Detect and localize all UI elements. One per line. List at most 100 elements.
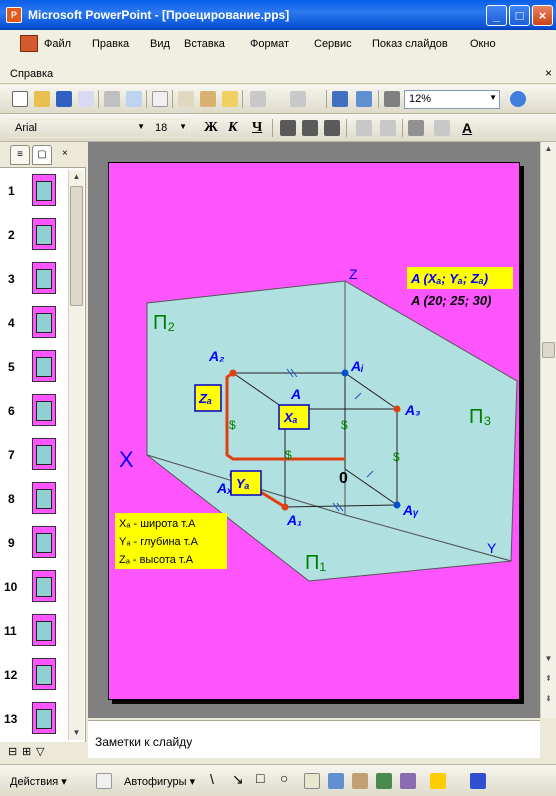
increase-font-icon[interactable] <box>408 120 424 136</box>
align-left-icon[interactable] <box>280 120 296 136</box>
slide-thumbnail[interactable]: 3 <box>0 262 70 296</box>
slide-thumbnail[interactable]: 2 <box>0 218 70 252</box>
document-close-icon[interactable]: × <box>544 66 552 80</box>
align-right-icon[interactable] <box>324 120 340 136</box>
print-icon[interactable] <box>104 91 120 107</box>
fill-color-icon[interactable] <box>430 773 446 789</box>
editor-scrollbar[interactable]: ▲ ▼ ⇞ ⇟ <box>540 142 556 718</box>
menu-window[interactable]: Окно <box>470 38 496 50</box>
scroll-thumb[interactable] <box>70 186 83 306</box>
font-combo[interactable]: Arial ▼ <box>10 119 148 138</box>
thumbnail-preview <box>36 533 52 553</box>
size-combo[interactable]: 18 ▼ <box>150 119 190 138</box>
zoom-combo[interactable]: 12% ▼ <box>404 90 500 109</box>
close-pane-icon[interactable]: × <box>62 148 68 159</box>
autoshapes-menu[interactable]: Автофигуры ▾ <box>124 776 196 788</box>
picture-icon[interactable] <box>400 773 416 789</box>
scroll-down-icon[interactable]: ▼ <box>544 654 553 663</box>
document-icon[interactable] <box>20 35 38 52</box>
line-color-icon[interactable] <box>470 773 486 789</box>
preview-icon[interactable] <box>126 91 142 107</box>
diagram-icon[interactable] <box>352 773 368 789</box>
format-painter-icon[interactable] <box>222 91 238 107</box>
slide-editing-area[interactable]: $$$$ П₂ П₃ П₁ X Y Z 0 A₂ Aᵢ A A₃ Aₓ A₁ <box>88 142 540 718</box>
wordart-icon[interactable] <box>328 773 344 789</box>
slide-thumbnail[interactable]: 5 <box>0 350 70 384</box>
menu-tools[interactable]: Сервис <box>314 38 352 50</box>
grid-icon[interactable] <box>384 91 400 107</box>
thumbnail-preview <box>36 709 52 729</box>
copy-icon[interactable] <box>178 91 194 107</box>
menu-insert[interactable]: Вставка <box>184 38 225 50</box>
open-icon[interactable] <box>34 91 50 107</box>
save-icon[interactable] <box>56 91 72 107</box>
slide-thumbnail[interactable]: 9 <box>0 526 70 560</box>
separator <box>242 90 243 108</box>
scroll-down-icon[interactable]: ▼ <box>72 728 81 737</box>
slides-tab[interactable]: ▢ <box>32 145 52 165</box>
slide-thumbnail[interactable]: 13 <box>0 702 70 736</box>
arrow-icon[interactable]: ↘ <box>232 771 244 787</box>
undo-icon[interactable] <box>250 91 266 107</box>
notes-pane[interactable]: Заметки к слайду <box>88 720 540 758</box>
title-bar[interactable]: P Microsoft PowerPoint - [Проецирование.… <box>0 0 556 30</box>
menu-help[interactable]: Справка <box>10 68 54 80</box>
minimize-button[interactable]: _ <box>486 5 507 26</box>
slide-thumbnail[interactable]: 4 <box>0 306 70 340</box>
textbox-icon[interactable] <box>304 773 320 789</box>
rectangle-icon[interactable]: □ <box>256 770 265 786</box>
slide-thumbnail[interactable]: 6 <box>0 394 70 428</box>
next-slide-icon[interactable]: ⇟ <box>545 694 552 703</box>
help-icon[interactable] <box>510 91 526 107</box>
slide-canvas[interactable]: $$$$ П₂ П₃ П₁ X Y Z 0 A₂ Aᵢ A A₃ Aₓ A₁ <box>108 162 520 700</box>
slide-number: 6 <box>8 404 15 418</box>
bullets-icon[interactable] <box>380 120 396 136</box>
align-center-icon[interactable] <box>302 120 318 136</box>
insert-table-icon[interactable] <box>356 91 372 107</box>
spelling-icon[interactable] <box>152 91 168 107</box>
slide-thumbnail[interactable]: 11 <box>0 614 70 648</box>
clipart-icon[interactable] <box>376 773 392 789</box>
thumbnail-image <box>32 350 56 382</box>
redo-icon[interactable] <box>290 91 306 107</box>
permission-icon[interactable] <box>78 91 94 107</box>
slides-scrollbar[interactable]: ▲ ▼ <box>68 170 84 740</box>
close-button[interactable]: × <box>532 5 553 26</box>
maximize-button[interactable]: □ <box>509 5 530 26</box>
outline-tab[interactable]: ≡ <box>10 145 30 165</box>
oval-icon[interactable]: ○ <box>280 770 289 786</box>
new-icon[interactable] <box>12 91 28 107</box>
indent-icon[interactable] <box>434 120 450 136</box>
thumbnail-preview <box>36 269 52 289</box>
scroll-thumb[interactable] <box>542 342 555 358</box>
font-color-button[interactable]: A <box>462 120 473 136</box>
underline-button[interactable]: Ч <box>252 120 263 135</box>
numbering-icon[interactable] <box>356 120 372 136</box>
slideshow-view-icon[interactable]: ▽ <box>36 746 45 758</box>
menu-slideshow[interactable]: Показ слайдов <box>372 38 448 50</box>
scroll-up-icon[interactable]: ▲ <box>544 144 553 153</box>
slide-thumbnail[interactable]: 10 <box>0 570 70 604</box>
menu-view[interactable]: Вид <box>150 38 170 50</box>
paste-icon[interactable] <box>200 91 216 107</box>
normal-view-icon[interactable]: ⊟ <box>8 746 18 758</box>
menu-edit[interactable]: Правка <box>92 38 130 50</box>
thumbnail-image <box>32 438 56 470</box>
sorter-view-icon[interactable]: ⊞ <box>22 746 32 758</box>
slide-thumbnail[interactable]: 8 <box>0 482 70 516</box>
actions-menu[interactable]: Действия ▾ <box>10 776 67 788</box>
select-pointer-icon[interactable] <box>96 773 112 789</box>
scroll-up-icon[interactable]: ▲ <box>72 172 81 181</box>
insert-chart-icon[interactable] <box>332 91 348 107</box>
line-icon[interactable]: \ <box>210 771 214 787</box>
slide-thumbnail[interactable]: 1 <box>0 174 70 208</box>
previous-slide-icon[interactable]: ⇞ <box>545 674 552 683</box>
menu-file[interactable]: Файл <box>44 38 72 50</box>
menu-format[interactable]: Формат <box>250 38 290 50</box>
slide-thumbnail[interactable]: 12 <box>0 658 70 692</box>
formatting-toolbar: Arial ▼ 18 ▼ Ж К Ч A <box>0 114 556 142</box>
powerpoint-app-icon[interactable]: P <box>6 7 22 23</box>
italic-button[interactable]: К <box>228 120 238 135</box>
bold-button[interactable]: Ж <box>204 120 218 135</box>
slide-thumbnail[interactable]: 7 <box>0 438 70 472</box>
